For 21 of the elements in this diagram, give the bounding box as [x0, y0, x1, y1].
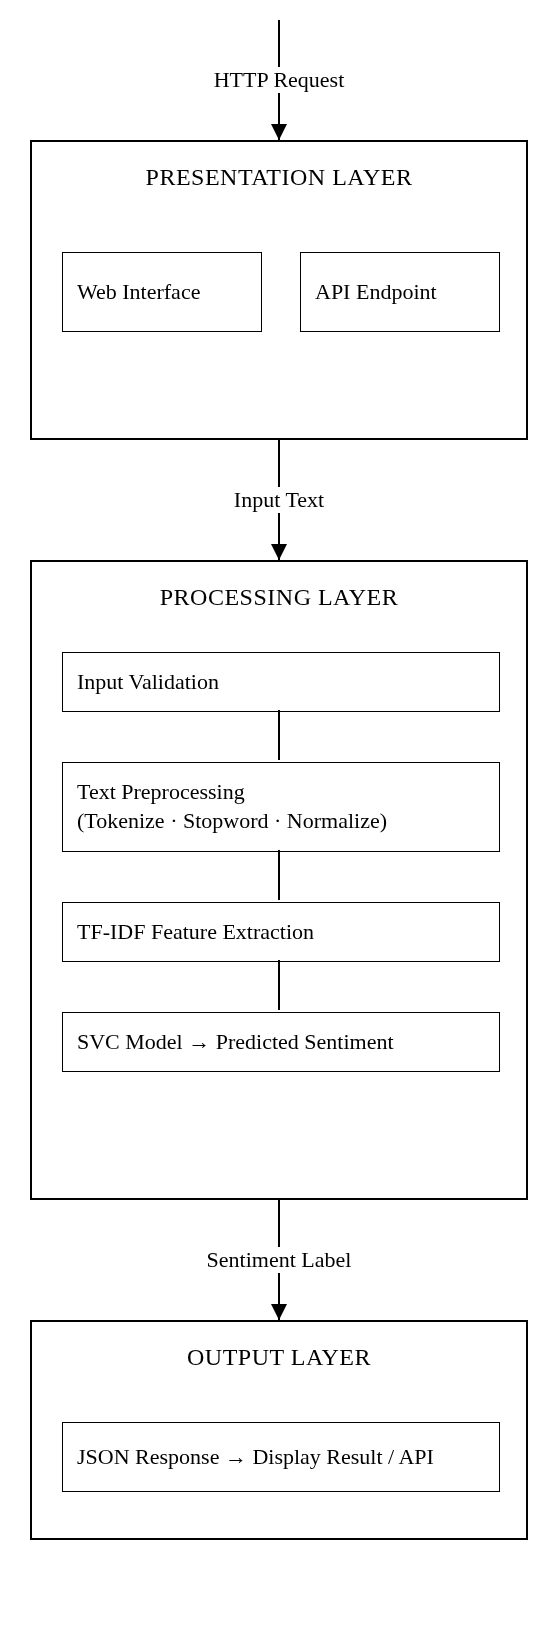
- process-box: [62, 252, 262, 332]
- layer-heading: OUTPUT LAYER: [187, 1344, 371, 1371]
- layer-panel: [30, 1320, 528, 1540]
- step-text: JSON Response → Display Result / API: [77, 1442, 434, 1471]
- step-text: API Endpoint: [315, 277, 437, 306]
- step-text: SVC Model → Predicted Sentiment: [77, 1027, 394, 1056]
- process-box: [300, 252, 500, 332]
- step-text: Text Preprocessing: [77, 778, 245, 807]
- step-text: (Tokenize · Stopword · Normalize): [77, 807, 388, 835]
- layer-panel: [30, 560, 528, 1200]
- layer-heading: PRESENTATION LAYER: [145, 164, 413, 191]
- step-text: TF-IDF Feature Extraction: [77, 917, 315, 946]
- process-box: [62, 652, 500, 712]
- process-box: [62, 1422, 500, 1492]
- layer-panel: [30, 140, 528, 440]
- step-text: Web Interface: [77, 277, 201, 306]
- layer-heading: PROCESSING LAYER: [159, 584, 399, 611]
- process-box: [62, 762, 500, 852]
- process-box: [62, 902, 500, 962]
- step-text: Input Validation: [77, 667, 219, 696]
- process-box: [62, 1012, 500, 1072]
